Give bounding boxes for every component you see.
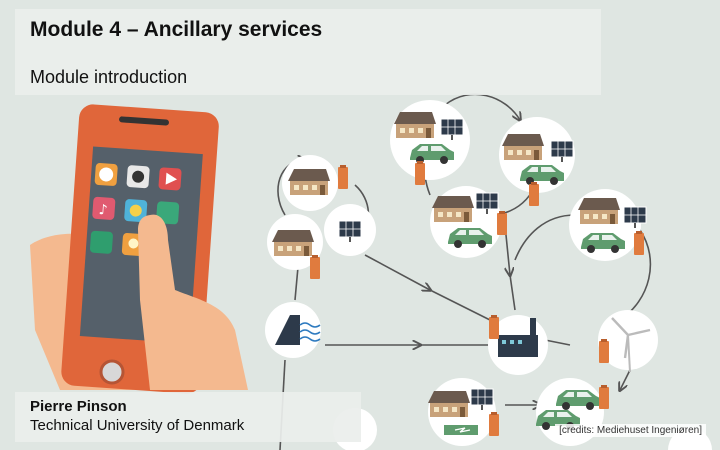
svg-text:♪: ♪ xyxy=(98,202,108,219)
title-panel: Module 4 – Ancillary services Module int… xyxy=(15,9,601,95)
slide-subtitle: Module introduction xyxy=(30,67,188,87)
music-app-icon xyxy=(92,196,116,220)
slide-title: Module 4 – Ancillary services xyxy=(30,18,323,41)
chat-app-icon xyxy=(156,201,180,225)
node-hydro xyxy=(265,302,321,358)
author-panel: Pierre Pinson Technical University of De… xyxy=(15,392,361,442)
node-solar-left xyxy=(324,204,376,256)
node-house-left xyxy=(282,155,348,211)
node-house-top xyxy=(390,100,470,185)
node-house-mid xyxy=(430,186,507,258)
author-affiliation: Technical University of Denmark xyxy=(30,417,245,434)
hand-finger xyxy=(138,214,248,390)
node-house-left2 xyxy=(267,214,323,279)
image-credits: [credits: Mediehuset Ingeniøren] xyxy=(555,424,706,437)
node-house-right xyxy=(569,189,647,261)
node-factory xyxy=(488,315,548,375)
node-house-topright xyxy=(499,117,575,206)
grid-app-icon xyxy=(89,230,113,254)
smartphone: ♪ xyxy=(30,104,248,394)
node-wind xyxy=(598,310,658,373)
node-house-bottom xyxy=(428,378,499,446)
author-name: Pierre Pinson xyxy=(30,398,127,415)
